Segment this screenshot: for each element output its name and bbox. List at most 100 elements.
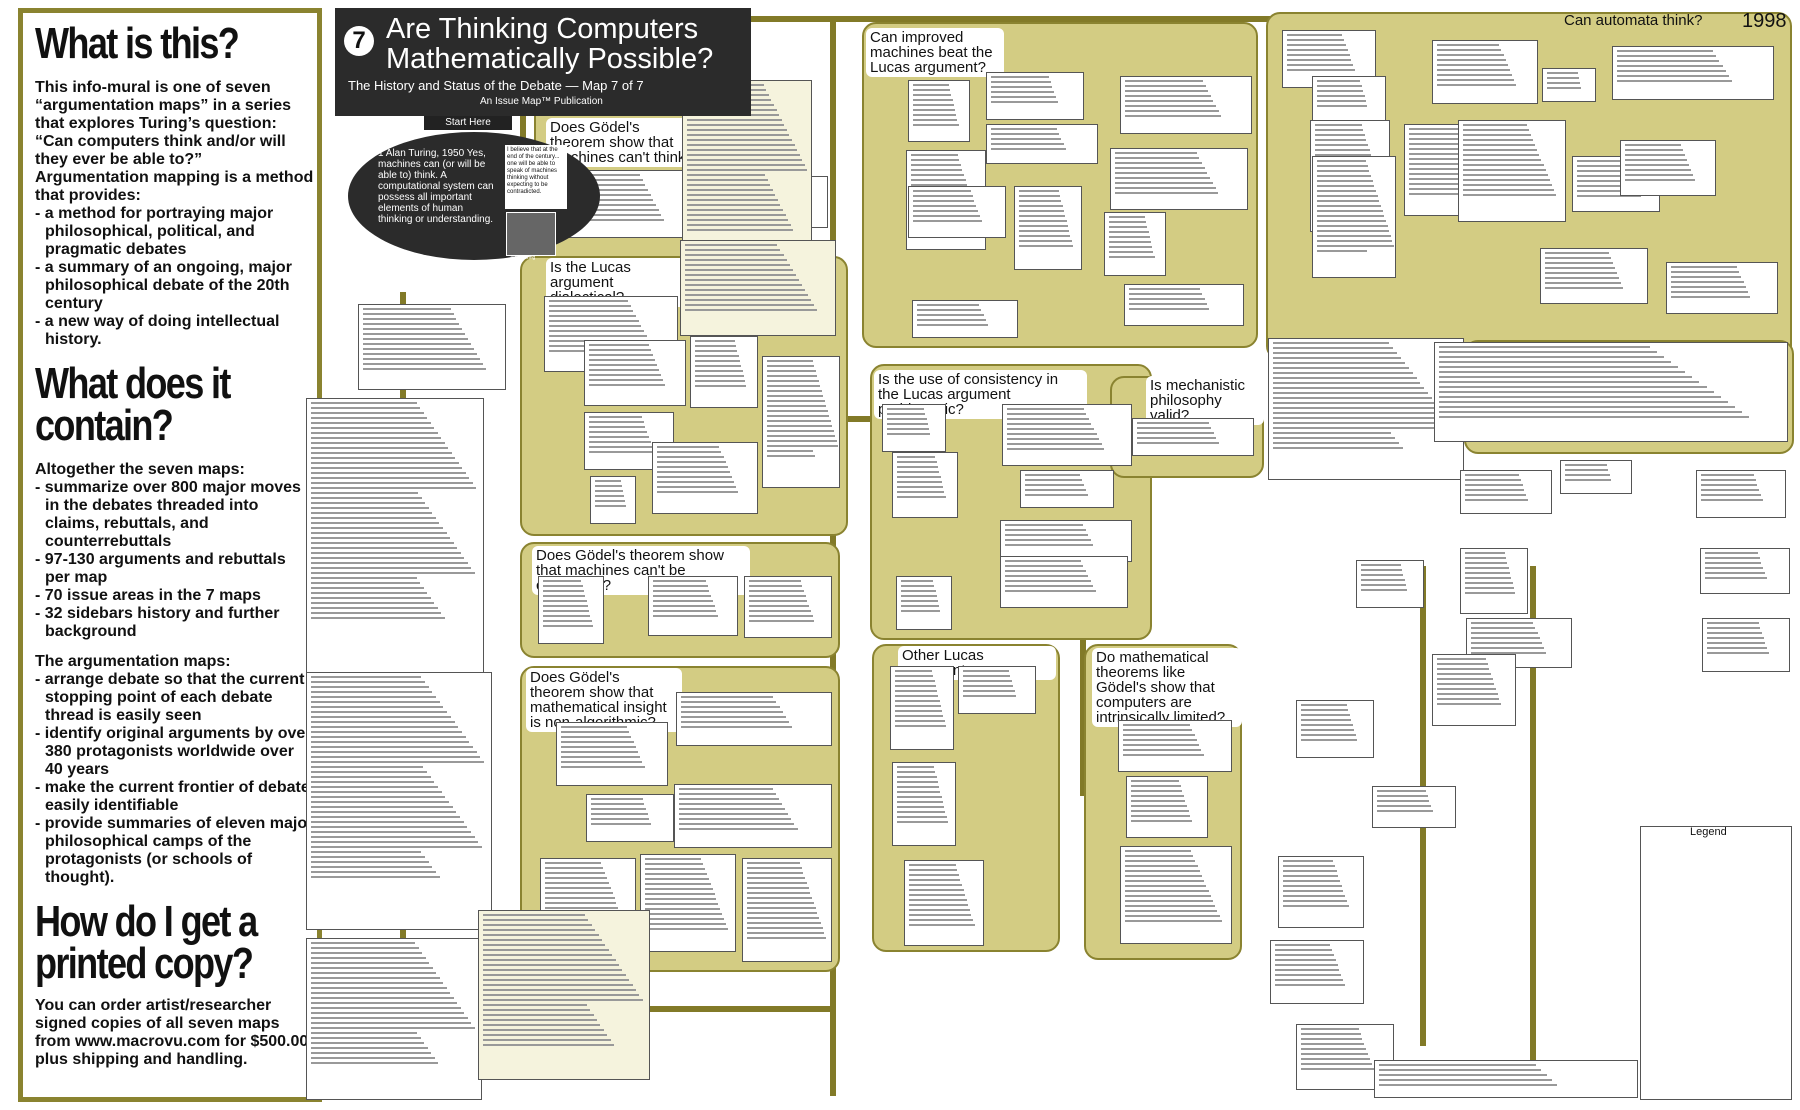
text-line [483, 919, 589, 921]
text-line [1287, 69, 1356, 71]
text-line [1301, 1048, 1367, 1050]
argument-card [986, 124, 1098, 164]
text-line [1577, 160, 1629, 162]
text-line [363, 323, 460, 325]
text-line [1273, 347, 1394, 349]
text-line [1471, 652, 1546, 654]
text-line [1465, 474, 1519, 476]
text-line [1705, 577, 1767, 579]
text-line [363, 358, 480, 360]
text-line [687, 169, 808, 171]
text-line [483, 954, 613, 956]
text-line [687, 224, 791, 226]
text-line [1273, 367, 1409, 369]
text-line [561, 214, 662, 216]
text-line [913, 109, 955, 111]
text-line [681, 696, 774, 698]
text-line [897, 821, 948, 823]
text-line [887, 428, 930, 430]
text-line [1125, 865, 1198, 867]
argument-card [1666, 262, 1778, 314]
text-line [749, 610, 811, 612]
text-line [363, 363, 483, 365]
text-line [589, 359, 655, 361]
text-line [1463, 149, 1538, 151]
text-line [1625, 149, 1684, 151]
text-line [897, 776, 937, 778]
text-line [1617, 65, 1723, 67]
text-line [483, 939, 602, 941]
text-line [685, 264, 790, 266]
text-line [1437, 668, 1490, 670]
text-line [1317, 245, 1395, 247]
text-line [909, 889, 964, 891]
text-line [311, 771, 427, 773]
text-line [1131, 795, 1184, 797]
text-line [311, 492, 419, 494]
text-line [1439, 396, 1721, 398]
text-line [483, 1024, 601, 1026]
region-title: Can improved machines beat the Lucas arg… [866, 28, 1004, 77]
sidebar-card [358, 304, 506, 390]
text-line [363, 328, 463, 330]
text-line [1301, 724, 1353, 726]
text-line [311, 457, 456, 459]
text-line [687, 124, 785, 126]
text-line [1471, 627, 1536, 629]
text-line [1315, 129, 1364, 131]
text-line [1565, 479, 1612, 481]
text-line [901, 585, 935, 587]
argument-card [538, 576, 604, 644]
text-line [1317, 170, 1370, 172]
text-line [991, 143, 1064, 145]
text-line [311, 972, 437, 974]
text-line [1123, 744, 1200, 746]
text-line [1005, 565, 1084, 567]
text-line [653, 585, 708, 587]
text-line [1125, 875, 1202, 877]
text-line [901, 590, 936, 592]
text-line [1317, 175, 1372, 177]
text-line [1437, 54, 1504, 56]
text-line [311, 427, 435, 429]
text-line [1409, 178, 1488, 180]
text-line [1025, 484, 1084, 486]
text-line [895, 670, 933, 672]
text-line [1463, 184, 1553, 186]
text-line [363, 368, 486, 370]
text-line [1109, 231, 1149, 233]
text-line [1273, 422, 1452, 424]
text-line [657, 461, 726, 463]
text-line [589, 379, 663, 381]
text-line [1439, 376, 1693, 378]
argument-card [892, 452, 958, 518]
argument-card [744, 576, 832, 638]
text-line [1123, 729, 1193, 731]
text-line [1283, 870, 1337, 872]
text-line [767, 435, 836, 437]
text-line [1019, 225, 1068, 227]
text-line [545, 897, 615, 899]
text-line [1129, 303, 1207, 305]
text-line [917, 309, 982, 311]
text-line [747, 897, 813, 899]
text-line [311, 1007, 461, 1009]
text-line [1131, 780, 1179, 782]
text-line [695, 345, 736, 347]
text-line [909, 899, 967, 901]
text-line [1301, 709, 1349, 711]
text-line [681, 721, 789, 723]
text-line [311, 706, 444, 708]
text-line [1273, 382, 1421, 384]
text-line [1617, 60, 1720, 62]
text-line [917, 324, 988, 326]
text-line [1701, 484, 1758, 486]
text-line [991, 91, 1055, 93]
text-line [589, 421, 644, 423]
text-line [483, 929, 596, 931]
text-line [767, 440, 837, 442]
text-line [1463, 134, 1531, 136]
text-line [1671, 286, 1746, 288]
text-line [685, 299, 812, 301]
text-line [1273, 442, 1400, 444]
